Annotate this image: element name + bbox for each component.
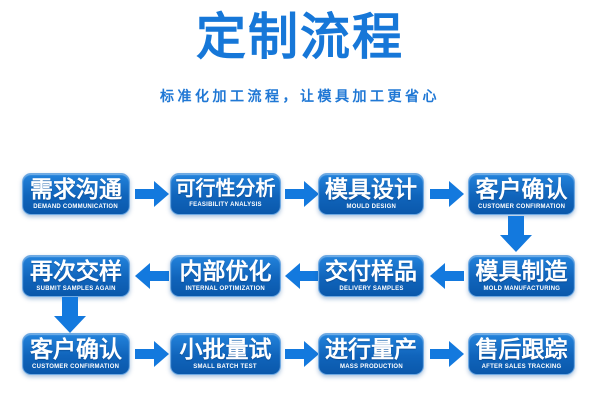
step-label-en: SUBMIT SAMPLES AGAIN [36,284,116,292]
step-label-en: MASS PRODUCTION [339,362,403,370]
arrow-left-icon [135,263,169,289]
step-delivery-samples: 交付样品 DELIVERY SAMPLES [318,255,424,297]
arrow-right-icon [285,341,319,367]
step-label-zh: 小批量试 [179,336,272,363]
arrow-left-icon [285,263,319,289]
page-subtitle: 标准化加工流程，让模具加工更省心 [160,88,440,104]
step-demand-communication: 需求沟通 DEMAND COMMUNICATION [22,173,130,215]
arrow-down-icon [54,297,86,333]
step-label-zh: 再次交样 [30,258,122,285]
step-customer-confirmation-2: 客户确认 CUSTOMER CONFIRMATION [22,333,130,375]
step-label-en: DELIVERY SAMPLES [338,284,404,292]
arrow-left-icon [430,263,464,289]
page-title: 定制流程 [196,9,404,65]
step-label-zh: 交付样品 [325,258,417,285]
step-mold-manufacturing: 模具制造 MOLD MANUFACTURING [468,255,575,297]
step-label-zh: 内部优化 [179,258,272,285]
step-label-en: MOLD MANUFACTURING [483,284,560,292]
step-label-zh: 可行性分析 [175,178,276,200]
step-feasibility-analysis: 可行性分析 FEASIBILITY ANALYSIS [170,173,281,215]
step-small-batch-test: 小批量试 SMALL BATCH TEST [170,333,281,375]
step-label-zh: 需求沟通 [30,176,122,203]
step-mass-production: 进行量产 MASS PRODUCTION [318,333,424,375]
step-mould-design: 模具设计 MOULD DESIGN [318,173,424,215]
arrow-right-icon [285,181,319,207]
step-label-en: FEASIBILITY ANALYSIS [189,201,262,208]
step-label-en: INTERNAL OPTIMIZATION [185,284,266,292]
step-label-en: CUSTOMER CONFIRMATION [477,202,566,210]
step-label-zh: 售后跟踪 [475,336,568,363]
arrow-right-icon [430,181,464,207]
step-label-zh: 客户确认 [475,176,568,203]
step-submit-samples-again: 再次交样 SUBMIT SAMPLES AGAIN [22,255,130,297]
step-customer-confirmation-1: 客户确认 CUSTOMER CONFIRMATION [468,173,575,215]
arrow-down-icon [500,216,532,252]
step-label-en: AFTER SALES TRACKING [481,362,562,370]
arrow-right-icon [430,341,464,367]
step-label-en: MOULD DESIGN [346,202,396,210]
step-label-en: DEMAND COMMUNICATION [33,202,119,210]
step-label-zh: 客户确认 [30,336,122,363]
step-label-zh: 模具制造 [475,258,568,285]
step-label-en: CUSTOMER CONFIRMATION [32,362,120,370]
step-label-zh: 模具设计 [325,176,417,203]
arrow-right-icon [135,181,169,207]
step-after-sales-tracking: 售后跟踪 AFTER SALES TRACKING [468,333,575,375]
arrow-right-icon [135,341,169,367]
step-label-zh: 进行量产 [325,336,417,363]
step-label-en: SMALL BATCH TEST [193,362,258,370]
step-internal-optimization: 内部优化 INTERNAL OPTIMIZATION [170,255,281,297]
